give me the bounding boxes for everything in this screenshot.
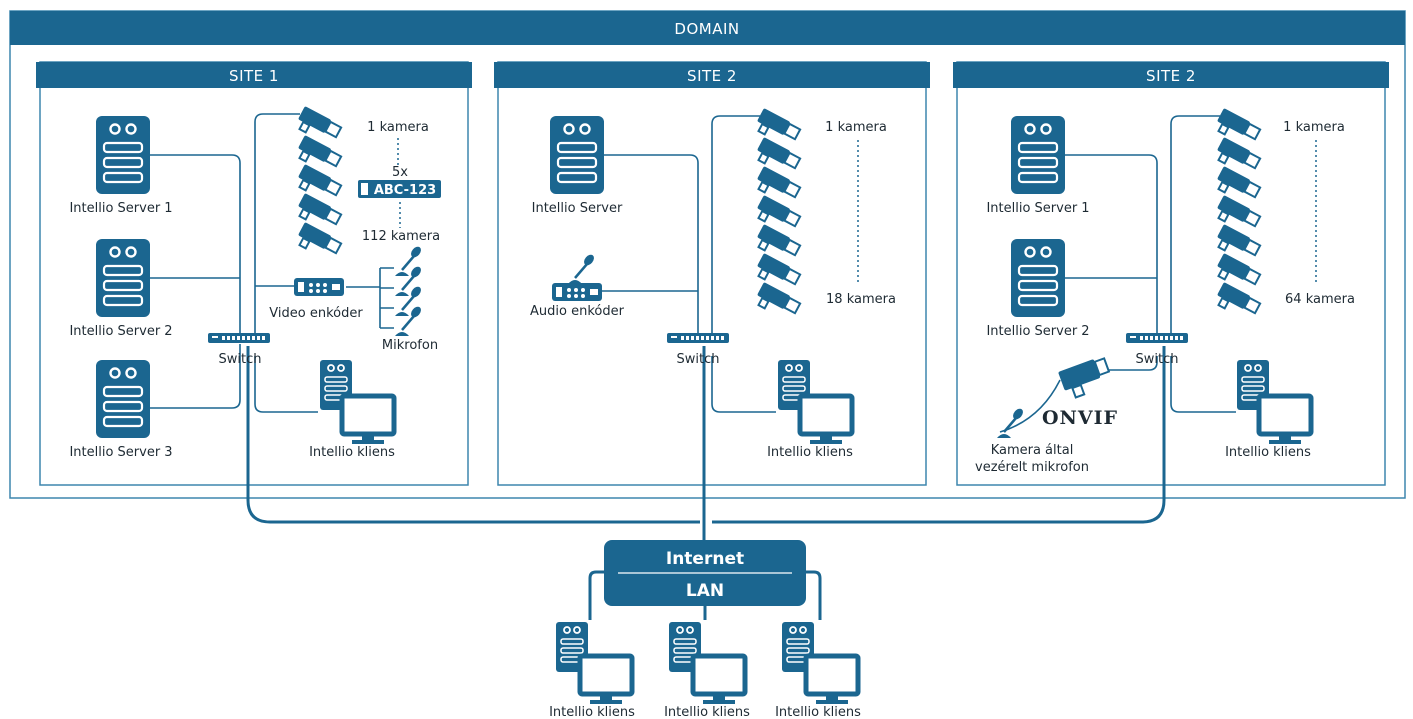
site-1-switch-label: Switch [219, 352, 262, 367]
site-1-camera-first: 1 kamera [367, 120, 429, 135]
site-1-multiplier: 5x [392, 165, 408, 180]
site-1-server-2-label: Intellio Server 2 [69, 324, 172, 339]
onvif-logo: ONVIF [1042, 407, 1118, 429]
remote-client-1-label: Intellio kliens [549, 705, 635, 719]
monitor-icon [693, 656, 745, 704]
domain-label: DOMAIN [674, 20, 739, 38]
internet-lan-box [604, 540, 806, 606]
server-icon [1009, 114, 1067, 196]
lan-label: LAN [686, 581, 724, 601]
site-1-wires [150, 113, 700, 524]
server-icon [548, 114, 606, 196]
site-2-camera-first: 1 kamera [825, 120, 887, 135]
encoder-icon [552, 283, 602, 301]
site-3-switch-label: Switch [1136, 352, 1179, 367]
site-1-plate-text: ABC-123 [374, 183, 436, 198]
network-wires [588, 570, 822, 620]
internet-label: Internet [666, 549, 744, 569]
site-1-camera-last: 112 kamera [362, 229, 440, 244]
switch-icon [208, 333, 270, 343]
switch-icon [667, 333, 729, 343]
site-3-title: SITE 2 [1146, 67, 1196, 85]
onvif-camera-icon [1058, 357, 1111, 399]
site-2-camera-last: 18 kamera [826, 292, 896, 307]
site-1-title: SITE 1 [229, 67, 279, 85]
site-2-wires [600, 115, 776, 548]
site-1: SITE 1 [36, 61, 472, 486]
site-2-encoder-label: Audio enkóder [530, 304, 625, 319]
server-icon [94, 358, 152, 440]
remote-client-2-label: Intellio kliens [664, 705, 750, 719]
site-3-camera-mic-line1: Kamera által [991, 443, 1074, 458]
site-3-server-2-label: Intellio Server 2 [986, 324, 1089, 339]
site-1-microphone-label: Mikrofon [382, 338, 438, 353]
monitor-icon [580, 656, 632, 704]
server-icon [94, 237, 152, 319]
server-icon [1009, 237, 1067, 319]
switch-icon [1126, 333, 1188, 343]
site-3-client-label: Intellio kliens [1225, 445, 1311, 460]
site-3-camera-first: 1 kamera [1283, 120, 1345, 135]
site-2-switch-label: Switch [677, 352, 720, 367]
site-2-title: SITE 2 [687, 67, 737, 85]
license-plate-icon [358, 180, 441, 198]
site-2-client-label: Intellio kliens [767, 445, 853, 460]
server-icon [94, 114, 152, 196]
site-1-encoder-label: Video enkóder [269, 306, 363, 321]
site-3-camera-mic-line2: vezérelt mikrofon [975, 460, 1089, 475]
site-1-server-3-label: Intellio Server 3 [69, 445, 172, 460]
site-3-server-1-label: Intellio Server 1 [986, 201, 1089, 216]
site-2-server-label: Intellio Server [532, 201, 623, 216]
site-1-client-label: Intellio kliens [309, 445, 395, 460]
site-3-camera-last: 64 kamera [1285, 292, 1355, 307]
monitor-icon [806, 656, 858, 704]
domain-header [10, 11, 1405, 45]
site-1-server-1-label: Intellio Server 1 [69, 201, 172, 216]
remote-client-3-label: Intellio kliens [775, 705, 861, 719]
encoder-icon [294, 278, 344, 296]
site-3-wires [712, 115, 1236, 524]
